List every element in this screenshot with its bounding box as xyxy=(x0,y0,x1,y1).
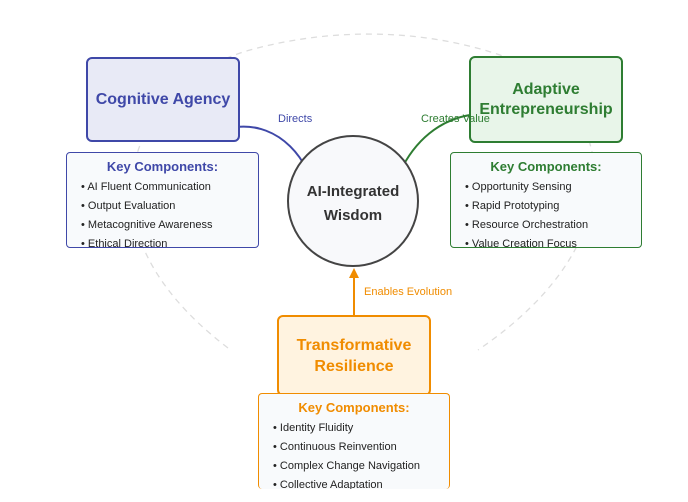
transformative-component-item: Collective Adaptation xyxy=(273,476,449,489)
cognitive-agency-title: Cognitive Agency xyxy=(95,90,231,108)
transformative-title-line1: Transformative xyxy=(296,336,412,354)
adaptive-entrepreneurship-node: Adaptive Entrepreneurship xyxy=(469,56,623,143)
adaptive-title-line2: Entrepreneurship xyxy=(479,100,613,118)
transformative-title-line2: Resilience xyxy=(314,357,394,375)
adaptive-title-line1: Adaptive xyxy=(512,80,580,98)
transformative-resilience-node: Transformative Resilience xyxy=(277,315,431,396)
center-title-line2: Wisdom xyxy=(324,207,382,224)
adaptive-components-title: Key Components: xyxy=(490,159,602,174)
adaptive-component-item: Rapid Prototyping xyxy=(465,197,641,216)
cognitive-component-item: Output Evaluation xyxy=(81,197,258,216)
creates-value-label: Creates Value xyxy=(421,113,490,125)
cognitive-component-item: Ethical Direction xyxy=(81,235,258,247)
transformative-component-item: Identity Fluidity xyxy=(273,419,449,438)
cognitive-component-item: Metacognitive Awareness xyxy=(81,216,258,235)
enables-evolution-label: Enables Evolution xyxy=(364,286,453,298)
directs-label: Directs xyxy=(278,113,313,125)
transformative-component-item: Continuous Reinvention xyxy=(273,438,449,457)
adaptive-component-item: Value Creation Focus xyxy=(465,235,641,247)
adaptive-components-panel: Key Components: Opportunity Sensing Rapi… xyxy=(450,152,642,248)
cognitive-component-item: AI Fluent Communication xyxy=(81,178,258,197)
adaptive-component-item: Opportunity Sensing xyxy=(465,178,641,197)
transformative-component-item: Complex Change Navigation xyxy=(273,457,449,476)
center-title-line1: AI-Integrated xyxy=(307,183,400,200)
cognitive-agency-node: Cognitive Agency xyxy=(86,57,240,142)
cognitive-components-title: Key Components: xyxy=(106,159,219,174)
cognitive-components-panel: Key Components: AI Fluent Communication … xyxy=(66,152,259,248)
center-circle xyxy=(287,135,419,267)
adaptive-component-item: Resource Orchestration xyxy=(465,216,641,235)
transformative-components-panel: Key Components: Identity Fluidity Contin… xyxy=(258,393,450,489)
transformative-components-title: Key Components: xyxy=(298,400,410,415)
